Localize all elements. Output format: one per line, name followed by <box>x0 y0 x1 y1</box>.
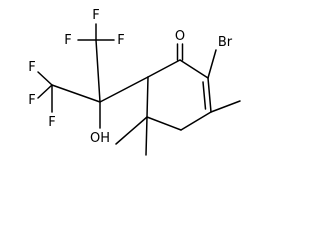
fluorine-label-2: F <box>64 33 71 48</box>
bond-c2-br <box>207 49 217 79</box>
molecule-drawing: O Br F F F F F F OH <box>28 8 241 156</box>
bond-c5-c6 <box>146 76 149 118</box>
bond-c3-methyl <box>210 100 241 113</box>
hydroxyl-label: OH <box>90 131 110 146</box>
bond-c1-c2 <box>179 59 209 79</box>
fluorine-label-6: F <box>48 115 55 130</box>
bond-c5-methyl-b <box>115 116 148 145</box>
bond-cf3b-f-left <box>37 84 53 99</box>
bond-c3-c4 <box>180 111 212 131</box>
bond-c6-cq <box>99 76 149 103</box>
bond-c6-c1 <box>147 59 181 78</box>
fluorine-label-3: F <box>117 33 124 48</box>
bond-cq-cf3-upper <box>95 39 101 103</box>
oxygen-ketone-label: O <box>175 29 185 44</box>
bond-c2-c3-outer <box>207 77 212 113</box>
bond-cq-cf3-lower <box>51 84 101 103</box>
chemical-structure-diagram: O Br F F F F F F OH <box>28 8 241 156</box>
bond-c5-methyl-a <box>145 116 148 156</box>
bond-c2-c3-inner <box>202 81 207 110</box>
bond-c4-c5 <box>146 116 182 131</box>
fluorine-label-4: F <box>28 60 35 75</box>
fluorine-label-1: F <box>92 8 99 23</box>
bond-cf3b-f-top <box>37 71 53 86</box>
bromine-label: Br <box>218 35 233 50</box>
fluorine-label-5: F <box>28 93 35 108</box>
